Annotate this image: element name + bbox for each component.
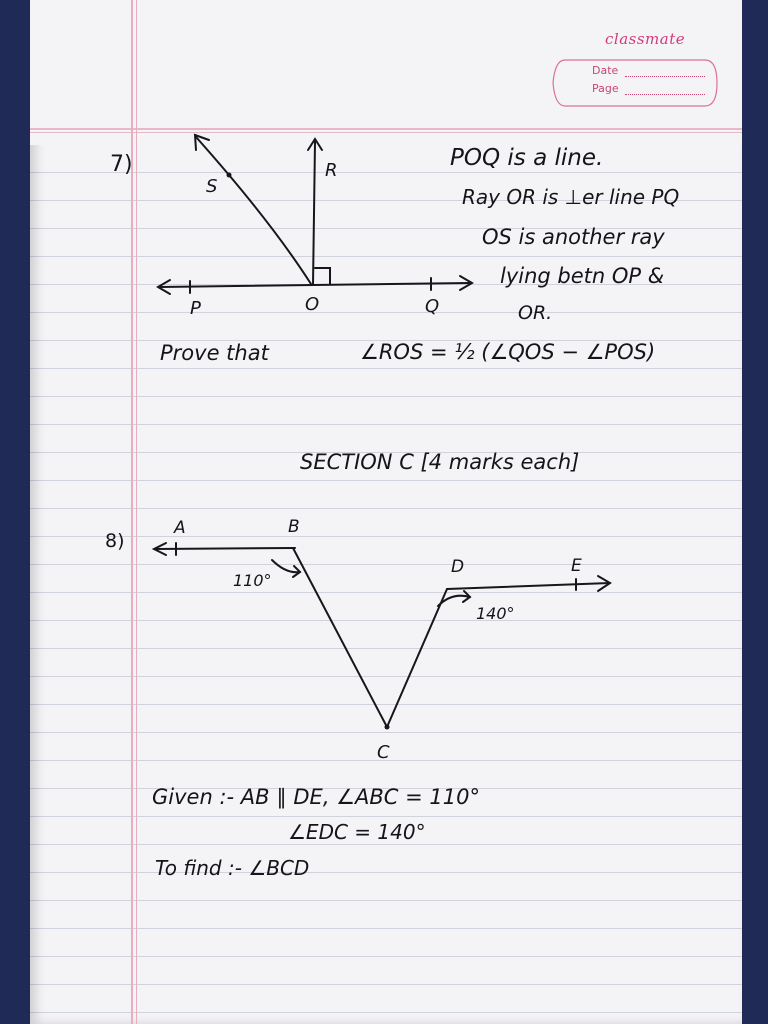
angle-arrow-B (292, 565, 302, 578)
arrowhead-P (156, 279, 171, 295)
arrowhead-A (151, 542, 167, 556)
statement-line-1: POQ is a line. (450, 145, 604, 171)
header-rule (30, 128, 742, 130)
page-field-line (625, 94, 705, 95)
angle-arrow-D (462, 590, 472, 603)
label-R: R (325, 160, 338, 181)
question-8-number: 8) (105, 530, 125, 552)
statement-line-2: Ray OR is ⊥er line PQ (462, 185, 680, 209)
header-band (30, 0, 742, 145)
margin-line-left-2 (136, 0, 137, 1024)
label-E: E (571, 556, 582, 576)
label-B: B (288, 517, 300, 537)
prove-expression: ∠ROS = ½ (∠QOS − ∠POS) (360, 340, 656, 364)
right-angle-mark (314, 267, 331, 285)
statement-line-4: lying betn OP & (500, 264, 665, 288)
section-heading: SECTION C [4 marks each] (300, 450, 580, 474)
line-AB (154, 547, 296, 550)
prove-label: Prove that (160, 341, 269, 365)
statement-line-3: OS is another ray (482, 225, 665, 249)
date-page-box: Date Page (545, 52, 725, 114)
brand-logo: classmate (605, 30, 686, 48)
label-O: O (305, 294, 320, 315)
line-DE (446, 582, 611, 590)
page-label: Page (592, 82, 619, 95)
date-label: Date (592, 64, 619, 77)
given-line-2: ∠EDC = 140° (288, 820, 426, 844)
notebook-page: classmate Date Page (30, 0, 742, 1024)
label-Q: Q (425, 296, 440, 317)
label-S: S (206, 176, 218, 197)
point-S (226, 172, 232, 178)
line-POQ (159, 282, 471, 288)
to-find: To find :- ∠BCD (155, 856, 310, 880)
angle-label-D: 140° (476, 604, 515, 623)
label-D: D (451, 557, 465, 577)
question-7-number: 7) (110, 152, 133, 177)
margin-line-left (131, 0, 133, 1024)
arrowhead-S (193, 133, 210, 151)
point-C (384, 724, 390, 730)
label-P: P (190, 298, 201, 319)
statement-line-5: OR. (518, 302, 553, 324)
arrowhead-R (307, 137, 323, 151)
header-rule-thin (30, 132, 742, 133)
angle-label-B: 110° (233, 571, 272, 590)
date-box-outline (552, 59, 718, 107)
ray-OS (195, 136, 312, 285)
arrowhead-E (597, 575, 612, 592)
arrowhead-Q (459, 275, 474, 291)
angle-arc-B (271, 559, 301, 574)
date-field-line (625, 76, 705, 77)
given-line-1: Given :- AB ∥ DE, ∠ABC = 110° (152, 785, 480, 809)
line-CD (386, 588, 448, 728)
label-A: A (174, 518, 186, 538)
angle-arc-D (437, 594, 471, 607)
line-BC (292, 547, 388, 728)
ray-OR (312, 141, 316, 286)
label-C: C (377, 742, 390, 763)
